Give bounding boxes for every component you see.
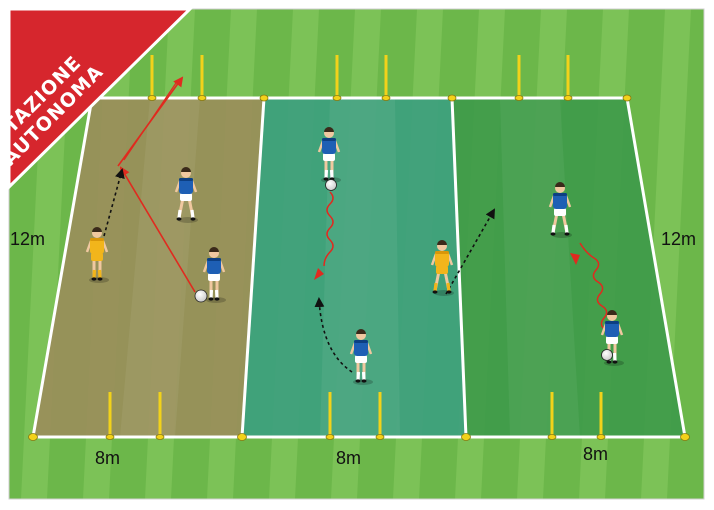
label-width-zone-3: 8m xyxy=(583,444,608,464)
label-width-zone-2: 8m xyxy=(336,448,361,468)
label-right-12m: 12m xyxy=(661,229,696,249)
ball xyxy=(326,180,337,191)
ball xyxy=(195,290,207,302)
ball xyxy=(602,350,613,361)
label-left-12m: 12m xyxy=(10,229,45,249)
label-width-zone-1: 8m xyxy=(95,448,120,468)
